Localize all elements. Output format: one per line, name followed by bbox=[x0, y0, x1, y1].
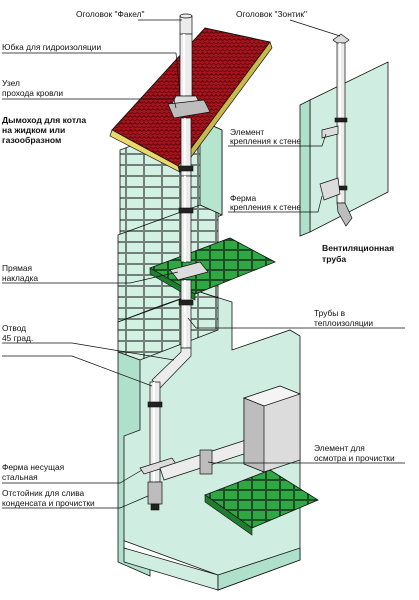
label-boiler-chimney-1: Дымоход для котла bbox=[2, 115, 86, 125]
label-truss-wall-1: Ферма bbox=[230, 193, 256, 203]
vent-bottom-elbow bbox=[336, 202, 353, 227]
brick-stack-side bbox=[199, 119, 223, 216]
label-bend-1: Отвод bbox=[2, 323, 26, 333]
label-bend-2: 45 град. bbox=[2, 333, 33, 343]
floor-lower-edge bbox=[204, 494, 253, 536]
label-straight-overlay-2: накладка bbox=[2, 273, 38, 283]
label-skirt: Юбка для гидроизоляции bbox=[2, 42, 101, 52]
label-vent-pipe-2: труба bbox=[322, 254, 346, 264]
label-boiler-chimney-3: газообразном bbox=[2, 135, 61, 145]
roof-pass-node bbox=[167, 99, 211, 119]
label-insulated-pipes-1: Трубы в bbox=[314, 308, 346, 318]
label-vent-pipe-1: Вентиляционная bbox=[322, 243, 394, 253]
base-slab-right bbox=[217, 547, 301, 591]
label-fakel-cap: Оголовок "Факел" bbox=[76, 9, 145, 19]
zontik-cap bbox=[332, 33, 350, 44]
vent-truss bbox=[319, 177, 341, 201]
label-inspection-1: Элемент для bbox=[314, 443, 365, 453]
boiler-side bbox=[243, 397, 265, 473]
vent-wall-edge bbox=[299, 99, 311, 237]
straight-overlay-plate bbox=[169, 261, 209, 281]
label-wall-element-1: Элемент bbox=[230, 127, 264, 137]
label-condensate-1: Отстойник для слива bbox=[2, 488, 85, 498]
label-roof-node-2: прохода кровли bbox=[2, 88, 63, 98]
label-straight-overlay-1: Прямая bbox=[2, 263, 32, 273]
label-wall-element-2: крепления к стене bbox=[230, 136, 301, 146]
ventilation-assembly bbox=[299, 33, 389, 237]
pipe-above-roof bbox=[179, 33, 193, 97]
main-chimney-pipe bbox=[139, 13, 302, 511]
condensate-trap bbox=[147, 481, 163, 505]
label-roof-node-1: Узел bbox=[2, 78, 20, 88]
label-inspection-2: осмотра и прочистки bbox=[314, 453, 395, 463]
label-insulated-pipes-2: теплоизоляции bbox=[314, 318, 373, 328]
label-steel-truss-2: стальная bbox=[2, 472, 38, 482]
fakel-cap-top bbox=[179, 15, 193, 35]
label-condensate-2: конденсата и прочистки bbox=[2, 498, 95, 508]
vent-wall bbox=[309, 61, 389, 233]
leader-lines bbox=[2, 19, 405, 509]
label-boiler-chimney-2: на жидком или bbox=[2, 125, 65, 135]
label-steel-truss-1: Ферма несущая bbox=[2, 462, 64, 472]
label-zontik-cap: Оголовок "Зонтик" bbox=[236, 9, 307, 19]
label-truss-wall-2: крепления к стене bbox=[230, 202, 301, 212]
labels: Оголовок "Факел" Оголовок "Зонтик" Юбка … bbox=[2, 9, 395, 508]
